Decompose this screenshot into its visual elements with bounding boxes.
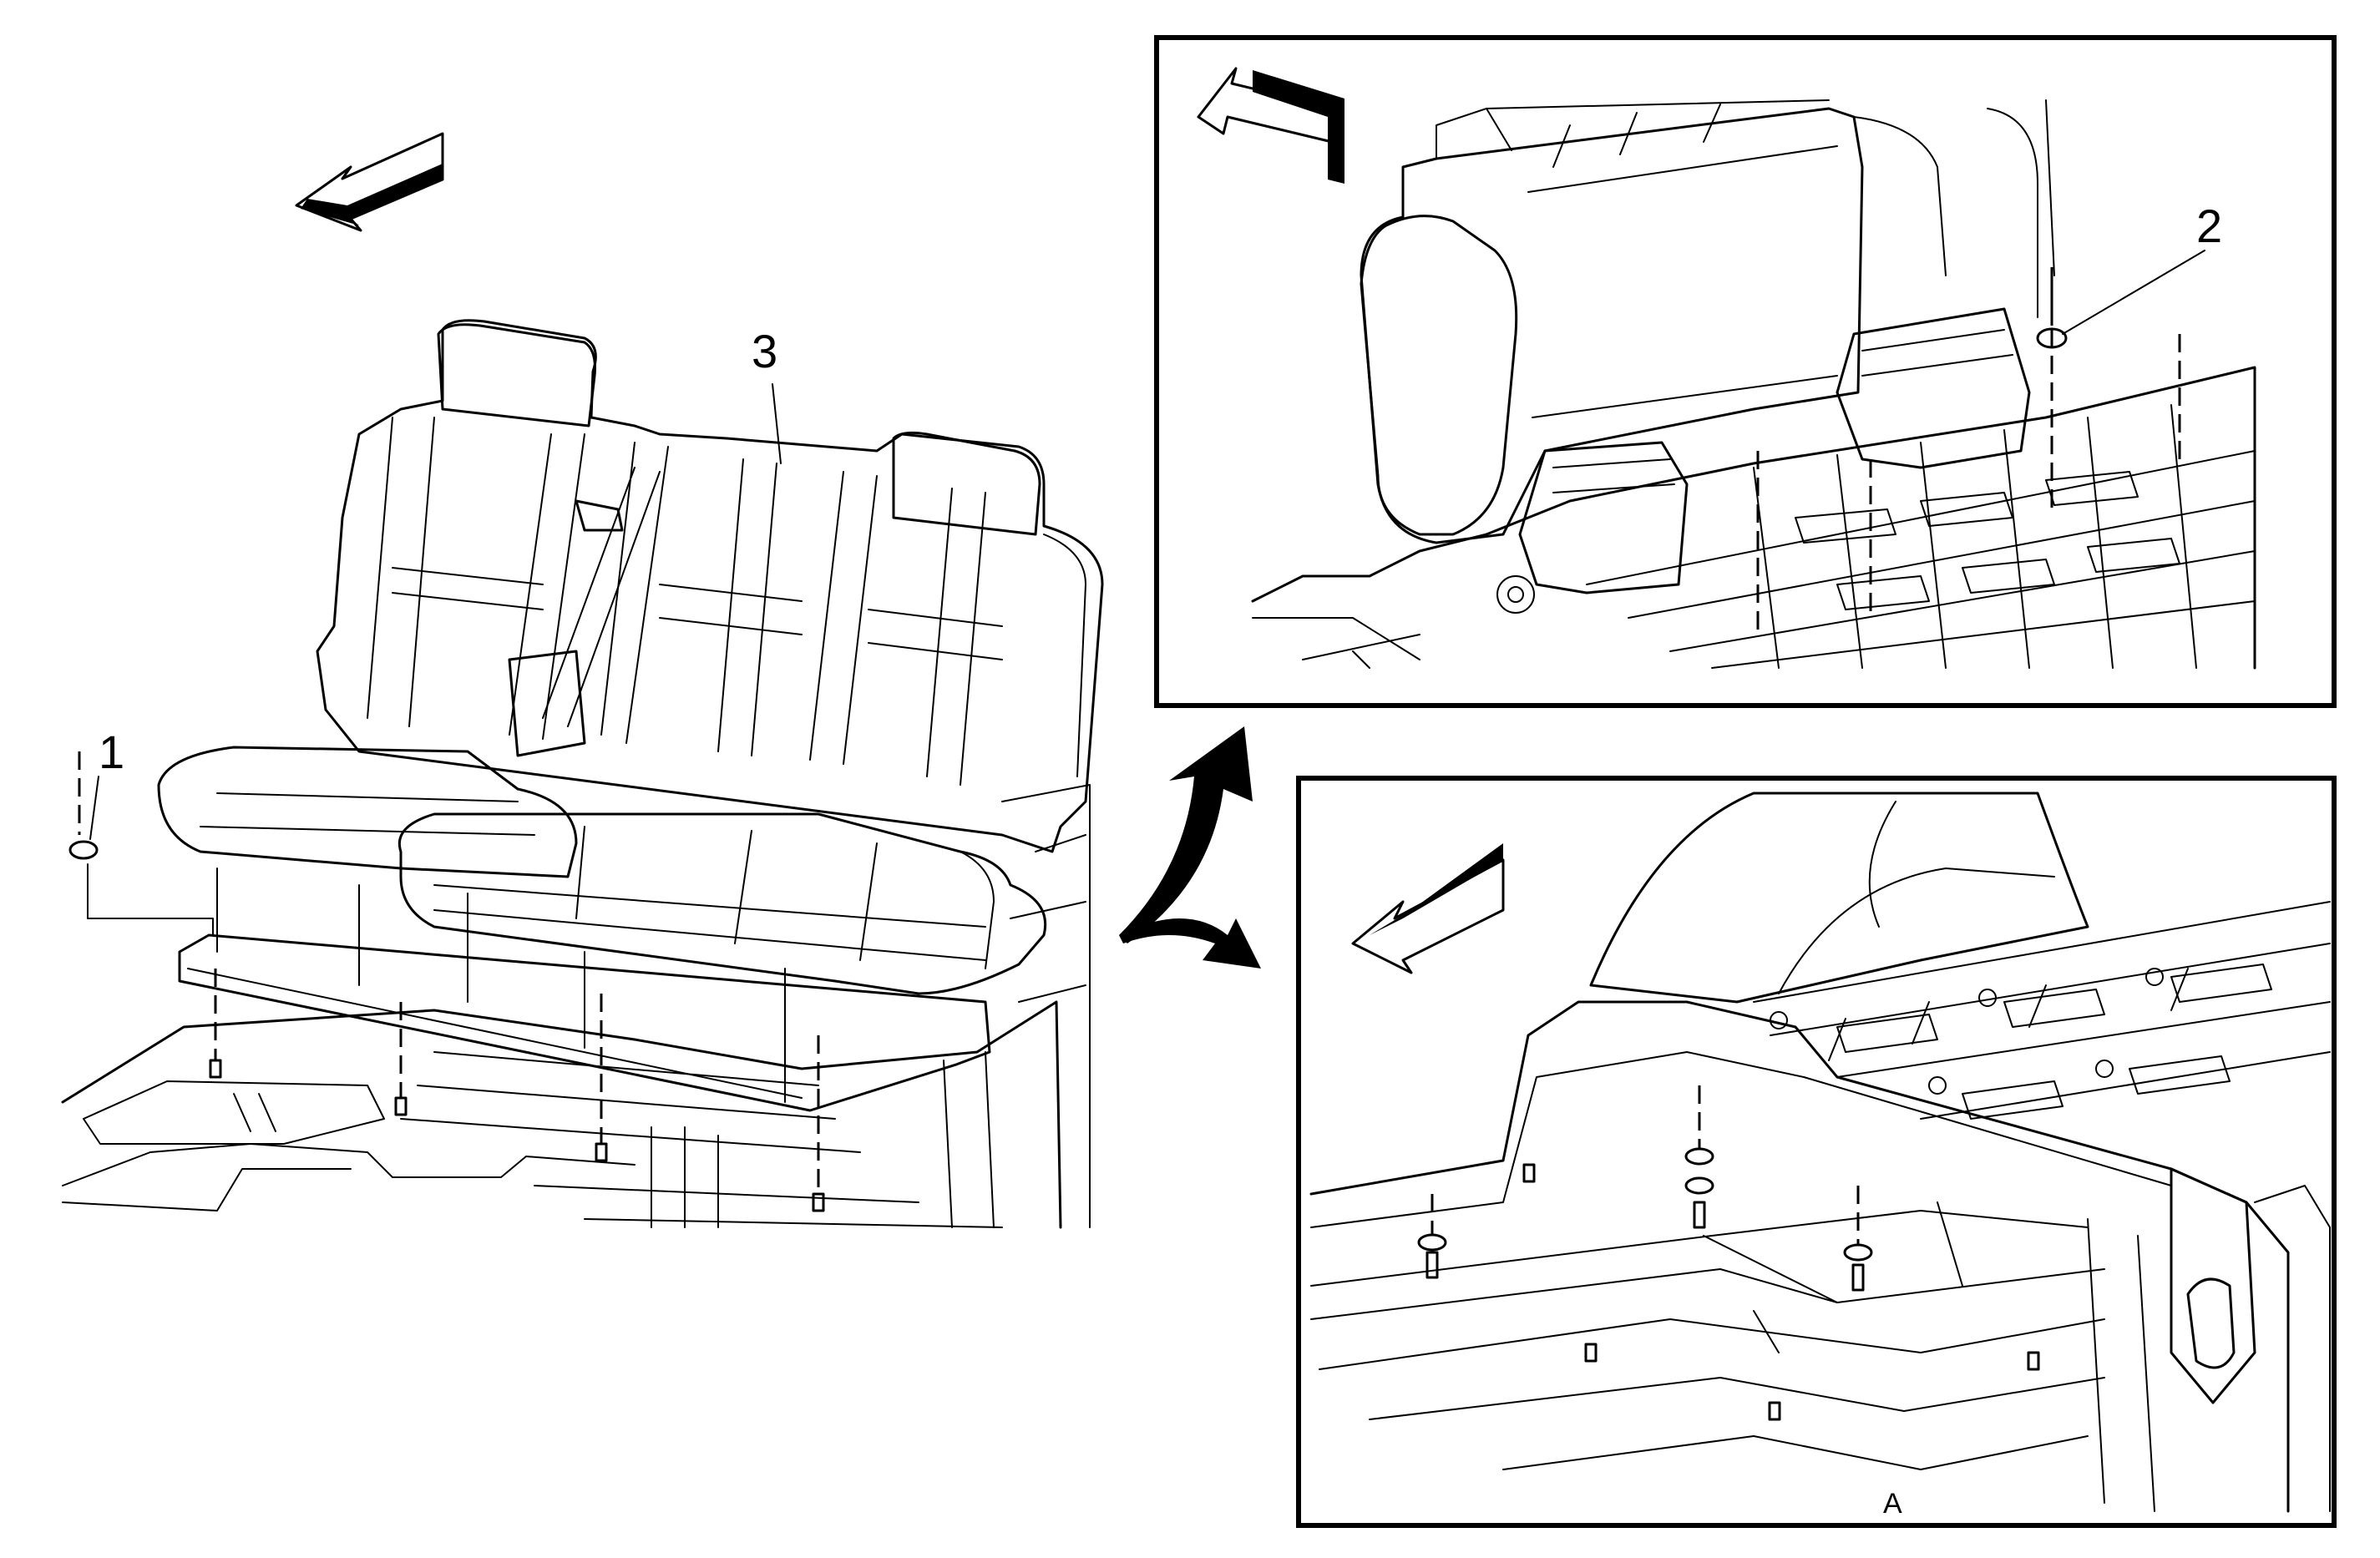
callout-3: 3	[752, 325, 782, 464]
inset-bottom-frame	[1296, 776, 2337, 1528]
callout-2-label: 2	[2196, 200, 2222, 252]
inset-marker-label: A	[1883, 1488, 1902, 1520]
inset-bottom-artwork	[1309, 792, 2331, 1513]
callout-3-label: 3	[752, 325, 777, 377]
direction-arrow-icon	[1351, 843, 1505, 974]
transition-arrow-icon	[1119, 726, 1261, 969]
seat-mounting-bolts	[209, 969, 825, 1212]
main-view: 1 3	[61, 132, 1104, 1229]
inset-top-frame	[1154, 35, 2337, 708]
seat-cushion	[157, 746, 1047, 995]
seat-back	[316, 319, 1104, 853]
seat-frame	[178, 868, 991, 1112]
direction-arrow-icon	[1197, 67, 1344, 184]
inset-bottom: A	[1296, 776, 2337, 1528]
direction-arrow-icon	[295, 132, 444, 232]
callout-2: 2	[2036, 200, 2222, 349]
floor-pan	[61, 784, 1091, 1229]
callout-1: 1	[68, 726, 214, 936]
callout-1-label: 1	[99, 726, 124, 778]
inset-top: 2	[1154, 35, 2337, 708]
inset-top-artwork	[1251, 99, 2256, 670]
